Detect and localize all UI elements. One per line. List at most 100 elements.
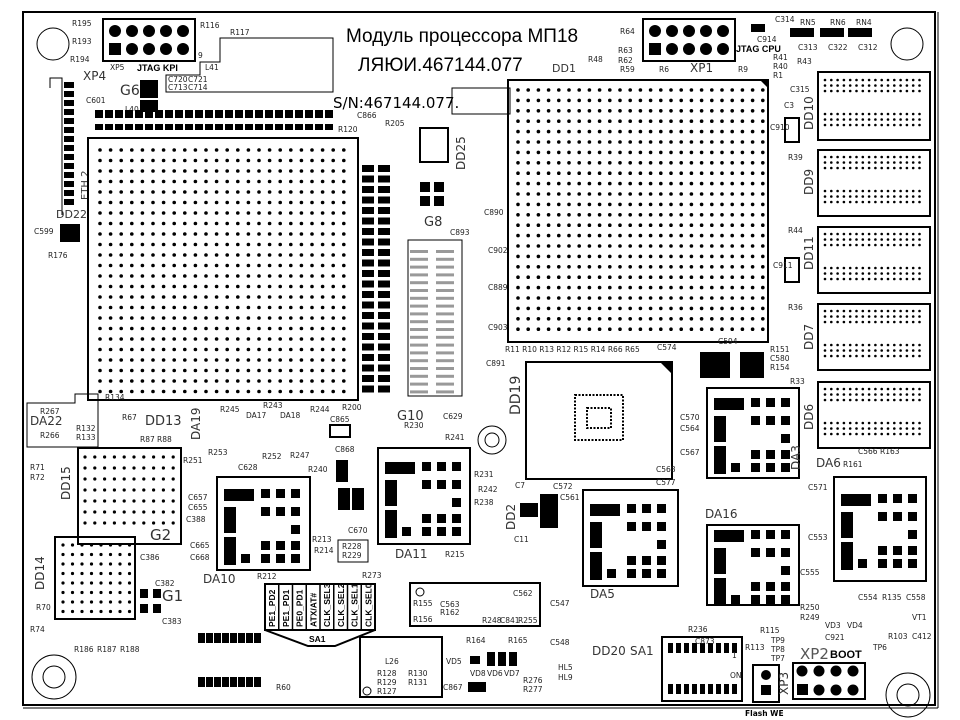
pad: [700, 643, 705, 653]
dip-switch[interactable]: [661, 636, 743, 702]
ball-pad: [193, 379, 198, 383]
ref-label: C655: [188, 503, 208, 512]
ball-pad: [628, 306, 632, 311]
pad: [378, 249, 390, 256]
ball-pad: [893, 266, 896, 270]
ball-pad: [730, 265, 734, 269]
ball-pad: [874, 309, 877, 313]
ball-pad: [152, 488, 156, 492]
ball-pad: [905, 161, 909, 164]
ball-pad: [836, 427, 839, 430]
xp3-flash-we-jumper[interactable]: [752, 664, 780, 703]
bga-chip-dd1: [507, 79, 769, 343]
ref-label: R251: [183, 456, 203, 465]
ball-pad: [98, 169, 102, 173]
ball-pad: [886, 123, 890, 127]
ball-pad: [331, 211, 336, 215]
ball-pad: [628, 129, 632, 134]
ball-pad: [278, 337, 283, 341]
ball-pad: [119, 379, 123, 383]
pad: [422, 480, 431, 489]
ball-pad: [172, 211, 176, 215]
ball-pad: [918, 232, 921, 236]
dd10-label: DD10: [802, 96, 816, 130]
xp4-connector[interactable]: [49, 77, 74, 215]
ball-pad: [342, 190, 346, 194]
ball-pad: [867, 166, 871, 170]
ball-pad: [289, 347, 293, 352]
power-component: [336, 460, 364, 510]
ball-pad: [577, 233, 581, 238]
ball-pad: [299, 211, 304, 215]
ball-pad: [577, 129, 581, 134]
ball-pad: [70, 543, 75, 547]
ball-pad: [823, 123, 827, 127]
ref-label: C668: [190, 553, 210, 562]
ref-label: R212: [257, 572, 277, 581]
ball-pad: [204, 389, 208, 394]
pad: [878, 512, 887, 521]
switch-position-label: ATX/AT#: [308, 593, 318, 627]
ball-pad: [830, 393, 833, 396]
ball-pad: [99, 590, 103, 595]
ball-pad: [516, 161, 520, 165]
ball-pad: [830, 387, 833, 391]
ball-pad: [151, 232, 155, 236]
ball-pad: [516, 171, 520, 175]
silkscreen-mark: [436, 289, 454, 292]
ball-pad: [516, 327, 520, 332]
ball-pad: [536, 254, 541, 259]
ball-pad: [587, 296, 592, 300]
pad: [64, 154, 74, 160]
serial-number-field[interactable]: [451, 87, 511, 115]
ball-pad: [119, 337, 123, 341]
pad: [291, 554, 300, 563]
ball-pad: [299, 284, 304, 289]
ball-pad: [740, 119, 745, 123]
ball-pad: [659, 296, 663, 300]
ball-pad: [710, 254, 714, 259]
decoupling-pad-row: [95, 110, 333, 118]
jtag-kpi-connector[interactable]: [102, 18, 196, 62]
ball-pad: [516, 119, 520, 123]
ball-pad: [830, 166, 833, 170]
ball-pad: [823, 266, 827, 270]
ball-pad: [669, 327, 673, 332]
ball-pad: [310, 200, 314, 205]
ball-pad: [874, 421, 877, 425]
ball-pad: [899, 421, 902, 425]
ball-pad: [618, 202, 622, 207]
ball-pad: [108, 316, 113, 320]
ball-pad: [193, 326, 198, 331]
ball-pad: [546, 181, 551, 186]
ball-pad: [299, 242, 304, 247]
jtag-cpu-connector[interactable]: [642, 18, 736, 62]
ball-pad: [246, 379, 251, 383]
ball-pad: [236, 263, 240, 268]
ball-pad: [516, 223, 520, 227]
ball-pad: [880, 387, 883, 391]
ball-pad: [183, 221, 187, 226]
ref-label: R187: [97, 645, 117, 654]
ref-label: C868: [335, 445, 355, 454]
ball-pad: [204, 295, 208, 299]
ball-pad: [140, 221, 145, 226]
ball-pad: [750, 109, 755, 113]
g8-label: G8: [424, 215, 442, 230]
ball-pad: [161, 190, 166, 194]
ref-label: C866: [357, 111, 377, 120]
ball-pad: [193, 148, 198, 152]
ref-label: R273: [362, 571, 382, 580]
ball-pad: [659, 150, 663, 155]
pad: [95, 110, 103, 118]
ball-pad: [893, 427, 896, 430]
ball-pad: [608, 327, 612, 332]
ball-pad: [567, 98, 571, 103]
xp2-boot-connector[interactable]: [792, 662, 866, 700]
ball-pad: [289, 305, 293, 310]
ref-label: R188: [120, 645, 140, 654]
ball-pad: [710, 275, 714, 280]
ball-pad: [161, 488, 165, 492]
ball-pad: [193, 284, 198, 289]
